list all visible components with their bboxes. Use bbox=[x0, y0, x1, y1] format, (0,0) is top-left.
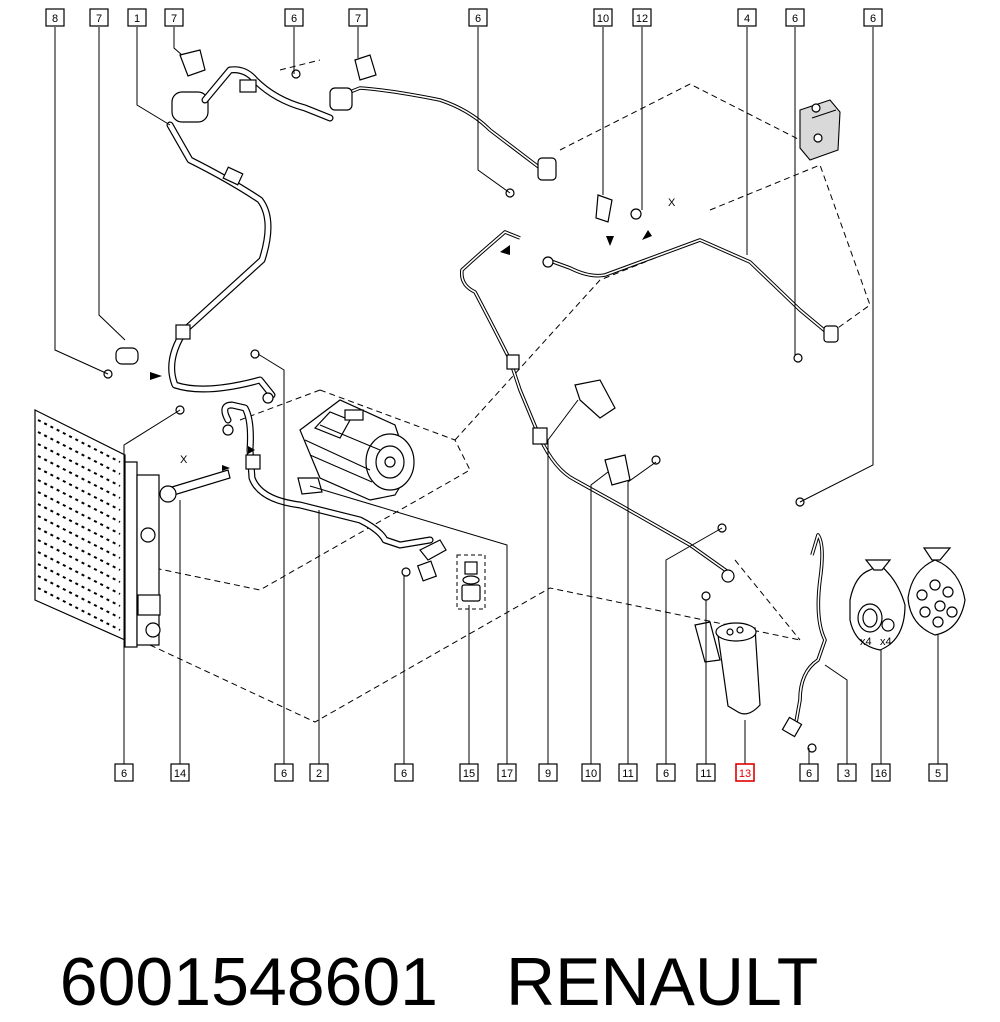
axis-marks: XX bbox=[180, 197, 676, 466]
callout-number: 4 bbox=[744, 13, 750, 25]
callout-number: 5 bbox=[935, 768, 941, 780]
callout-number: 6 bbox=[121, 768, 127, 780]
callout-top-8: 8 bbox=[45, 8, 65, 27]
callout-number: 7 bbox=[96, 13, 102, 25]
part-number: 6001548601 bbox=[59, 944, 438, 1020]
seal-kit-16 bbox=[849, 559, 906, 651]
callout-number: 12 bbox=[636, 13, 648, 25]
brand-name: RENAULT bbox=[505, 944, 819, 1020]
callout-number: 11 bbox=[700, 768, 711, 780]
axis-x-label: X bbox=[180, 454, 188, 466]
leader-lines bbox=[54, 27, 939, 764]
callout-top-6: 6 bbox=[284, 8, 304, 27]
callout-number: 6 bbox=[792, 13, 798, 25]
callout-number: 11 bbox=[622, 768, 633, 780]
expansion-valve bbox=[799, 99, 841, 161]
callout-number: 8 bbox=[52, 13, 58, 25]
callout-number: 6 bbox=[401, 768, 407, 780]
callout-number: 15 bbox=[463, 768, 475, 780]
receiver-drier bbox=[694, 621, 761, 715]
liquid-pipe-4 bbox=[547, 238, 839, 343]
callout-top-12: 12 bbox=[632, 8, 652, 27]
callout-bottom-2: 2 bbox=[309, 763, 329, 782]
callout-number: 10 bbox=[597, 13, 609, 25]
callout-bottom-6: 6 bbox=[274, 763, 294, 782]
callout-top-1: 1 bbox=[127, 8, 147, 27]
callout-bottom-15: 15 bbox=[459, 763, 479, 782]
suction-hose bbox=[166, 91, 276, 399]
callout-number: 17 bbox=[501, 768, 513, 780]
pipe-9 bbox=[459, 230, 735, 583]
callout-top-7: 7 bbox=[164, 8, 184, 27]
callout-bottom-17: 17 bbox=[497, 763, 517, 782]
callout-number: 6 bbox=[806, 768, 812, 780]
callout-bottom-6: 6 bbox=[394, 763, 414, 782]
quantity-label: x4 bbox=[880, 636, 892, 648]
callout-bottom-6: 6 bbox=[799, 763, 819, 782]
callout-top-10: 10 bbox=[593, 8, 613, 27]
callout-number: 13 bbox=[739, 768, 751, 780]
top-callout-row: 8 7 1 7 6 7 6 10 12 4 6 6 bbox=[45, 8, 883, 27]
callout-number: 7 bbox=[171, 13, 177, 25]
callout-bottom-6: 6 bbox=[114, 763, 134, 782]
callout-bottom-10: 10 bbox=[581, 763, 601, 782]
callout-number: 6 bbox=[870, 13, 876, 25]
callout-top-6: 6 bbox=[468, 8, 488, 27]
callout-bottom-6: 6 bbox=[656, 763, 676, 782]
callout-number: 2 bbox=[316, 768, 322, 780]
callout-bottom-11: 11 bbox=[696, 763, 716, 782]
callout-bottom-13: 13 bbox=[735, 763, 755, 782]
callout-number: 6 bbox=[475, 13, 481, 25]
callout-number: 7 bbox=[355, 13, 361, 25]
axis-x-label: X bbox=[668, 197, 676, 209]
callout-top-4: 4 bbox=[737, 8, 757, 27]
quantity-marks: x4 x4 bbox=[860, 636, 892, 648]
fasteners bbox=[103, 69, 817, 753]
callout-number: 1 bbox=[134, 13, 140, 25]
callout-number: 16 bbox=[875, 768, 887, 780]
callout-bottom-11: 11 bbox=[618, 763, 638, 782]
callout-number: 3 bbox=[844, 768, 850, 780]
pressure-switch bbox=[456, 554, 486, 610]
callout-top-6: 6 bbox=[863, 8, 883, 27]
compressor bbox=[299, 399, 415, 501]
callout-bottom-9: 9 bbox=[538, 763, 558, 782]
condenser bbox=[34, 409, 161, 648]
callout-bottom-16: 16 bbox=[871, 763, 891, 782]
callout-number: 10 bbox=[585, 768, 597, 780]
dashed-guide-lines bbox=[124, 59, 871, 723]
discharge-hose bbox=[221, 401, 447, 582]
callout-number: 6 bbox=[281, 768, 287, 780]
callout-top-7: 7 bbox=[348, 8, 368, 27]
callout-top-7: 7 bbox=[89, 8, 109, 27]
direction-arrows bbox=[150, 230, 652, 471]
callout-bottom-5: 5 bbox=[928, 763, 948, 782]
part-caption: 6001548601 RENAULT bbox=[22, 862, 982, 1020]
seal-kit-5 bbox=[907, 547, 966, 636]
callout-number: 9 bbox=[545, 768, 551, 780]
upper-hose bbox=[179, 49, 557, 181]
callout-number: 6 bbox=[291, 13, 297, 25]
callout-top-6: 6 bbox=[785, 8, 805, 27]
quantity-label: x4 bbox=[860, 636, 872, 648]
callout-bottom-14: 14 bbox=[170, 763, 190, 782]
callout-number: 14 bbox=[174, 768, 186, 780]
bottom-callout-row: 6 14 6 2 6 15 17 9 10 11 6 11 13 6 3 16 5 bbox=[114, 763, 948, 782]
pipe-3 bbox=[781, 533, 827, 738]
callout-bottom-3: 3 bbox=[837, 763, 857, 782]
callout-number: 6 bbox=[663, 768, 669, 780]
